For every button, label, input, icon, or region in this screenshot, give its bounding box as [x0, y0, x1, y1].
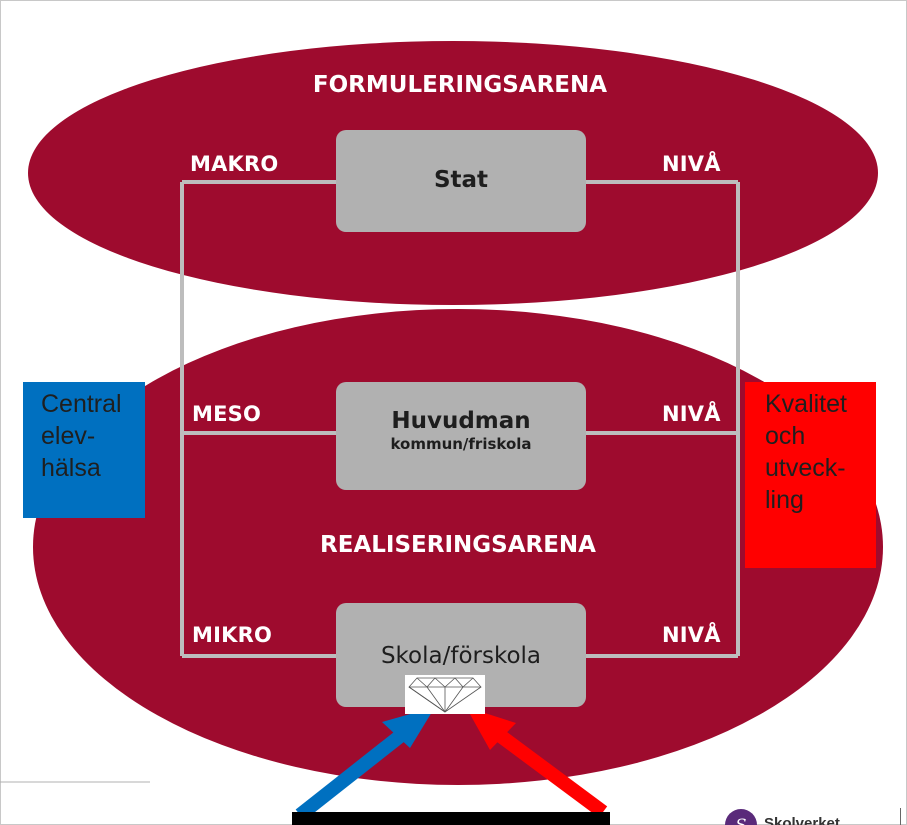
huvudman-box-title: Huvudman	[391, 408, 531, 434]
stat-box: Stat	[336, 130, 586, 232]
central-elevhalsa-box: Central elev- hälsa	[23, 382, 145, 518]
footer-logo: S Skolverket	[724, 808, 907, 825]
footer-divider	[900, 808, 901, 825]
arrow-left	[295, 707, 435, 821]
huvudman-box-subtitle: kommun/friskola	[390, 435, 532, 453]
makro-niva-label: NIVÅ	[662, 152, 721, 176]
mikro-label: MIKRO	[192, 623, 273, 647]
diamond-image	[405, 675, 485, 714]
kvalitet-utveckling-box: Kvalitet och utveck- ling	[745, 382, 876, 568]
realisering-arena-title: REALISERINGSARENA	[320, 532, 596, 558]
diamond-icon	[408, 677, 482, 713]
skola-box-title: Skola/förskola	[380, 643, 542, 669]
realisering-ellipse	[33, 309, 883, 785]
makro-label: MAKRO	[190, 152, 279, 176]
logo-icon: S	[725, 809, 757, 825]
mikro-niva-label: NIVÅ	[662, 623, 721, 647]
meso-label: MESO	[192, 402, 262, 426]
level-connectors	[180, 180, 740, 658]
arrow-right	[466, 707, 608, 818]
huvudman-box: Huvudman kommun/friskola	[336, 382, 586, 490]
footer-logo-text: Skolverket	[764, 815, 840, 825]
formulering-arena-title: FORMULERINGSARENA	[312, 72, 608, 98]
meso-niva-label: NIVÅ	[662, 402, 721, 426]
bottom-caption-bar	[292, 812, 610, 825]
stat-box-title: Stat	[433, 167, 489, 193]
svg-text:S: S	[736, 815, 747, 825]
